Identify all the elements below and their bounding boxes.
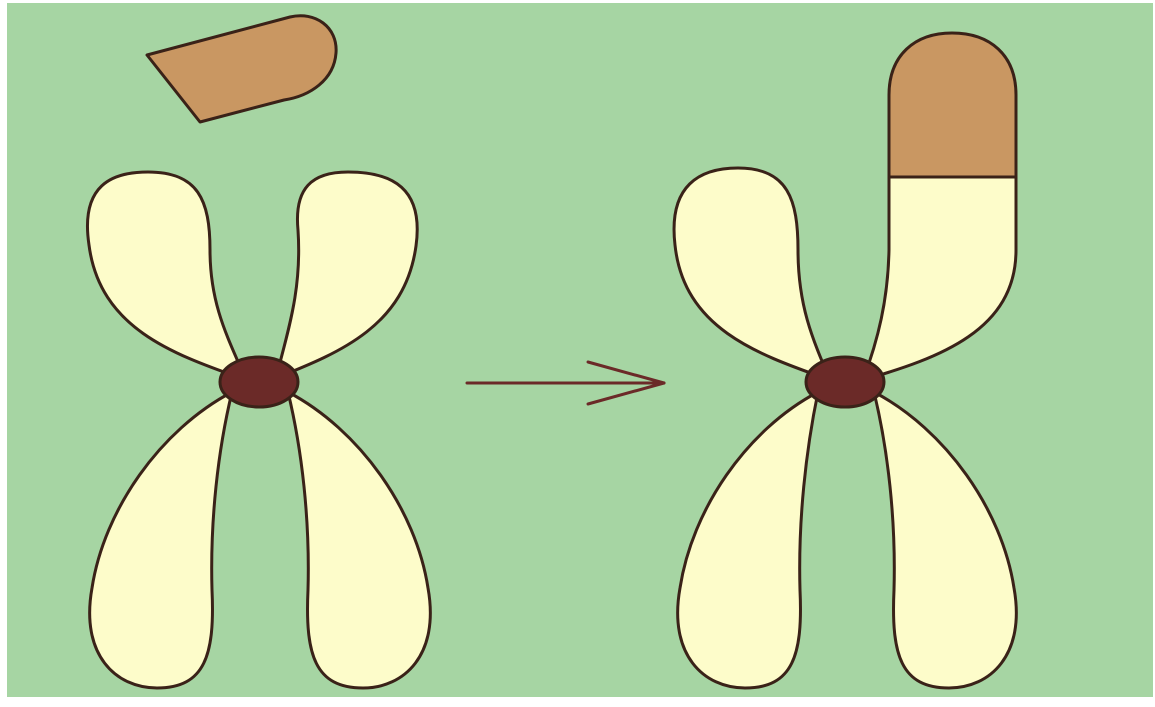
- translocated-segment: [889, 33, 1016, 177]
- centromere-right: [806, 357, 884, 407]
- centromere-left: [220, 357, 298, 407]
